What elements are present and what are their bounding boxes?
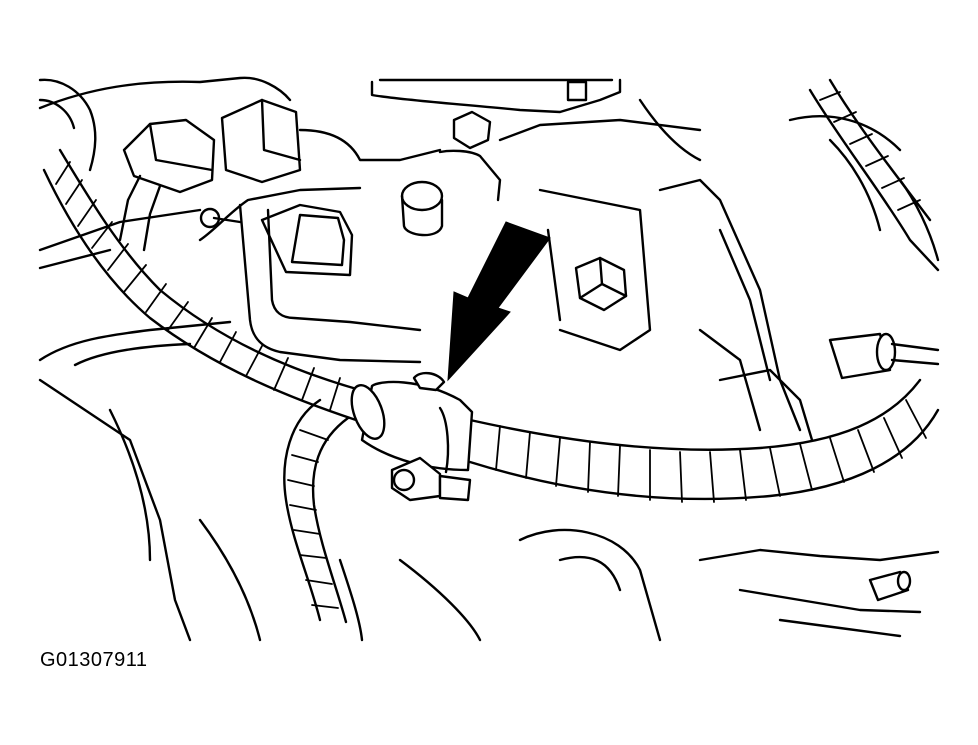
harness-clip xyxy=(350,371,474,474)
mounting-stud xyxy=(400,110,502,237)
engine-housing xyxy=(38,76,940,642)
figure-code: G01307911 xyxy=(40,649,148,671)
hex-bolt xyxy=(574,256,628,312)
electrical-connector xyxy=(118,98,442,252)
sensor-plug xyxy=(828,332,940,380)
wiring-harness xyxy=(38,78,940,624)
pointer-arrow xyxy=(447,221,551,382)
mounting-bolt xyxy=(390,456,472,502)
